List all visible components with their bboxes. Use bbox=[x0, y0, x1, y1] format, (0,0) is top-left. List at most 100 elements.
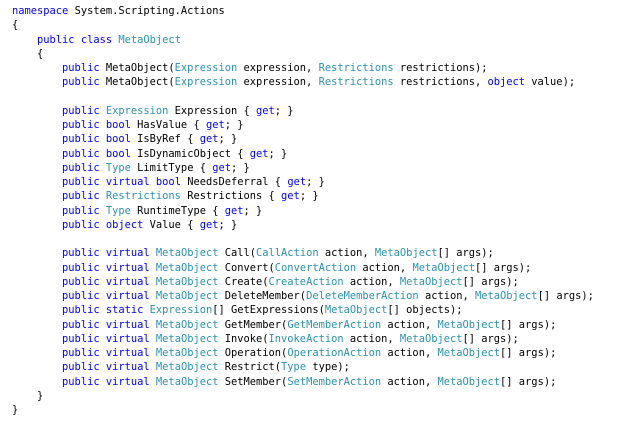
keyword-token: public bbox=[62, 347, 100, 359]
keyword-token: get bbox=[212, 161, 231, 174]
code-text: RuntimeType { bbox=[130, 204, 225, 217]
type-token: MetaObject bbox=[155, 332, 219, 345]
type-token: Restrictions bbox=[318, 62, 394, 74]
keyword-token: public bbox=[62, 62, 100, 74]
keyword-token: static bbox=[105, 304, 144, 317]
type-token: MetaObject bbox=[437, 318, 501, 331]
type-token: Type bbox=[105, 161, 131, 174]
type-token: Expression bbox=[105, 104, 169, 117]
keyword-token: public bbox=[62, 76, 100, 89]
code-text: IsByRef { bbox=[130, 133, 200, 146]
type-token: MetaObject bbox=[155, 290, 219, 302]
code-text: Restrictions { bbox=[180, 190, 282, 203]
type-token: MetaObject bbox=[155, 347, 219, 359]
code-text bbox=[12, 148, 62, 160]
code-line: public MetaObject(Expression expression,… bbox=[12, 61, 618, 75]
code-text: } bbox=[12, 404, 19, 416]
code-text: GetMember( bbox=[218, 318, 288, 331]
code-text: MetaObject( bbox=[99, 76, 175, 89]
keyword-token: bool bbox=[155, 176, 181, 188]
code-text bbox=[12, 276, 62, 288]
type-token: MetaObject bbox=[374, 247, 438, 260]
code-text: LimitType { bbox=[130, 161, 213, 174]
code-text: action, bbox=[381, 318, 438, 331]
code-text: action, bbox=[318, 247, 375, 260]
type-token: Expression bbox=[174, 76, 238, 89]
keyword-token: public bbox=[62, 275, 100, 288]
code-text: System.Scripting.Actions bbox=[68, 5, 225, 17]
keyword-token: get bbox=[199, 218, 219, 231]
keyword-token: public bbox=[62, 133, 100, 146]
code-line: public virtual MetaObject SetMember(SetM… bbox=[12, 375, 618, 389]
keyword-token: public bbox=[62, 218, 100, 231]
code-line: public virtual MetaObject Invoke(InvokeA… bbox=[12, 332, 618, 346]
code-text: [] args); bbox=[462, 332, 519, 345]
keyword-token: get bbox=[281, 190, 300, 203]
code-line: public bool IsByRef { get; } bbox=[12, 132, 618, 146]
code-text bbox=[12, 219, 62, 231]
type-token: OperationAction bbox=[287, 347, 382, 359]
code-text: IsDynamicObject { bbox=[130, 147, 250, 160]
code-text bbox=[12, 205, 62, 217]
type-token: DeleteMemberAction bbox=[306, 290, 419, 302]
code-text: MetaObject( bbox=[99, 62, 175, 74]
keyword-token: public bbox=[62, 261, 100, 274]
code-text: expression, bbox=[237, 76, 319, 89]
keyword-token: public bbox=[62, 161, 100, 174]
code-text bbox=[12, 162, 62, 174]
code-text bbox=[12, 190, 62, 202]
code-text: Operation( bbox=[218, 347, 288, 359]
keyword-token: get bbox=[199, 133, 219, 146]
code-text: ; } bbox=[268, 147, 288, 160]
code-text bbox=[12, 105, 62, 117]
code-text bbox=[12, 34, 37, 46]
code-text: Invoke( bbox=[218, 332, 269, 345]
code-line: public class MetaObject bbox=[12, 33, 618, 47]
code-line: public virtual MetaObject DeleteMember(D… bbox=[12, 289, 618, 303]
keyword-token: get bbox=[249, 147, 269, 160]
code-line bbox=[12, 232, 618, 246]
code-line: public virtual bool NeedsDeferral { get;… bbox=[12, 175, 618, 189]
code-text: ; } bbox=[243, 204, 263, 217]
code-line: public object Value { get; } bbox=[12, 218, 618, 232]
code-text: Create( bbox=[218, 275, 269, 288]
keyword-token: virtual bbox=[105, 318, 150, 331]
code-text bbox=[12, 319, 62, 331]
type-token: MetaObject bbox=[155, 261, 219, 274]
code-text: value); bbox=[525, 76, 576, 89]
keyword-token: public bbox=[62, 104, 100, 117]
code-line: } bbox=[12, 389, 618, 403]
code-text: [] args); bbox=[500, 347, 557, 359]
keyword-token: bool bbox=[105, 119, 131, 131]
type-token: ConvertAction bbox=[274, 261, 357, 274]
code-line: public Restrictions Restrictions { get; … bbox=[12, 189, 618, 203]
code-text: ; } bbox=[299, 190, 319, 203]
code-text: { bbox=[12, 19, 19, 32]
code-text: Expression { bbox=[168, 104, 257, 117]
code-text: ; } bbox=[218, 218, 238, 231]
code-text bbox=[12, 290, 62, 302]
code-text bbox=[12, 119, 62, 131]
code-line: public virtual MetaObject Create(CreateA… bbox=[12, 275, 618, 289]
keyword-token: get bbox=[224, 204, 244, 217]
code-text: action, bbox=[381, 375, 438, 388]
keyword-token: public bbox=[37, 33, 75, 46]
code-line: { bbox=[12, 18, 618, 32]
type-token: Expression bbox=[149, 304, 213, 317]
keyword-token: get bbox=[287, 176, 307, 188]
code-text bbox=[12, 133, 62, 145]
type-token: Type bbox=[281, 361, 307, 374]
type-token: MetaObject bbox=[437, 347, 501, 359]
code-text: [] GetExpressions( bbox=[212, 304, 325, 317]
code-line: public bool HasValue { get; } bbox=[12, 118, 618, 132]
keyword-token: public bbox=[62, 304, 100, 317]
keyword-token: public bbox=[62, 119, 100, 131]
code-text: Restrict( bbox=[218, 361, 282, 374]
code-text: Call( bbox=[218, 247, 257, 260]
code-text: action, bbox=[343, 332, 400, 345]
code-text: [] objects); bbox=[387, 304, 463, 317]
code-text bbox=[12, 347, 62, 359]
type-token: SetMemberAction bbox=[287, 375, 382, 388]
code-line: public Type RuntimeType { get; } bbox=[12, 204, 618, 218]
